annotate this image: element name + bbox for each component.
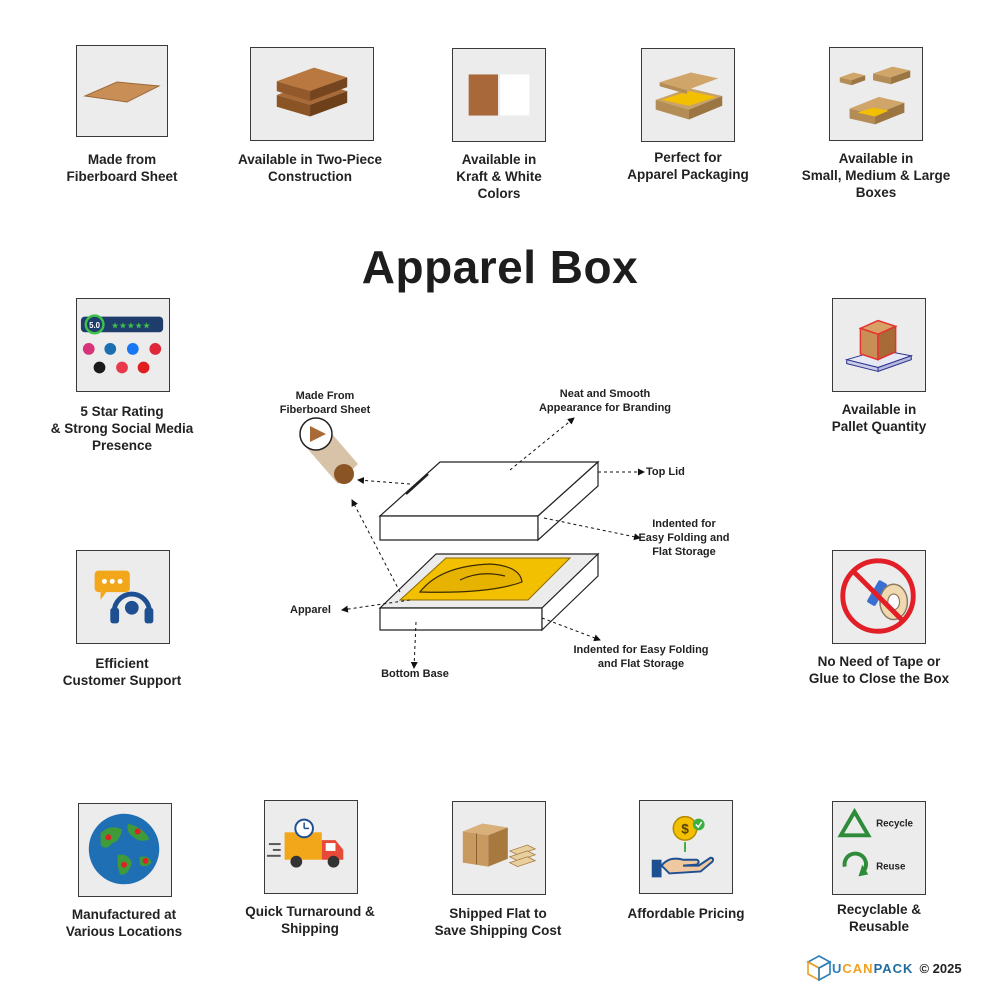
caption-pricing: Affordable Pricing <box>627 906 745 921</box>
box-sizes-icon <box>839 66 911 125</box>
label-top-lid: Top Lid <box>646 466 685 478</box>
label-made-from: Made From Fiberboard Sheet <box>279 390 371 416</box>
box-diagram <box>299 417 645 669</box>
delivery-truck-icon <box>266 818 344 868</box>
label-indented-2: Indented for Easy Folding and Flat Stora… <box>573 644 709 670</box>
caption-locations: Manufactured at Various Locations <box>65 907 183 939</box>
caption-two-piece: Available in Two-Piece Construction <box>237 152 383 184</box>
caption-sizes: Available in Small, Medium & Large Boxes <box>801 151 951 200</box>
caption-support: Efficient Customer Support <box>62 656 182 688</box>
reuse-text: Reuse <box>876 862 906 873</box>
caption-recyclable: Recyclable & Reusable <box>836 902 922 934</box>
headset-chat-icon <box>94 570 154 624</box>
caption-no-tape: No Need of Tape or Glue to Close the Box <box>808 654 950 686</box>
copyright: © 2025 <box>919 960 962 976</box>
card-apparel <box>641 48 735 142</box>
caption-fiberboard: Made from Fiberboard Sheet <box>66 152 178 184</box>
svg-text:$: $ <box>681 821 689 836</box>
globe-icon <box>88 813 160 885</box>
bottom-base-illustration <box>378 552 600 632</box>
label-indented-1: Indented for Easy Folding and Flat Stora… <box>638 518 730 558</box>
rating-social-icon: 5.0 ★★★★★ <box>80 314 164 374</box>
card-two-piece <box>250 47 374 141</box>
cube-logo-icon <box>806 955 832 982</box>
caption-colors: Available in Kraft & White Colors <box>456 152 542 201</box>
svg-text:★★★★★: ★★★★★ <box>111 321 151 331</box>
two-piece-box-icon <box>276 67 348 117</box>
pallet-icon <box>844 319 914 373</box>
caption-apparel: Perfect for Apparel Packaging <box>627 150 749 182</box>
top-lid-illustration <box>378 460 600 542</box>
card-pricing: $ <box>639 800 733 894</box>
card-shipped-flat <box>452 801 546 895</box>
no-tape-glue-icon <box>840 558 916 634</box>
rating-badge-text: 5.0 <box>89 321 101 330</box>
fiberboard-roll-illustration <box>299 417 358 484</box>
label-neat: Neat and Smooth Appearance for Branding <box>538 388 672 414</box>
brand-pack: PACK <box>873 960 914 976</box>
caption-pallet: Available in Pallet Quantity <box>831 402 927 434</box>
card-pallet <box>832 298 926 392</box>
label-apparel: Apparel <box>290 604 331 616</box>
brand-can: CAN <box>842 960 874 976</box>
card-fiberboard <box>76 45 168 137</box>
card-sizes <box>829 47 923 141</box>
recycle-reuse-icon: Recycle Reuse <box>837 807 914 877</box>
card-locations <box>78 803 172 897</box>
fiberboard-sheet-icon <box>83 81 161 103</box>
kraft-white-swatch-icon <box>468 74 530 116</box>
card-no-tape <box>832 550 926 644</box>
card-turnaround <box>264 800 358 894</box>
label-bottom-base: Bottom Base <box>381 668 449 680</box>
caption-turnaround: Quick Turnaround & Shipping <box>245 904 375 936</box>
card-recyclable: Recycle Reuse <box>832 801 926 895</box>
affordable-pricing-icon: $ <box>651 815 715 878</box>
recycle-text: Recycle <box>876 818 913 829</box>
caption-shipped-flat: Shipped Flat to Save Shipping Cost <box>434 906 562 938</box>
apparel-box-icon <box>655 72 723 120</box>
card-rating: 5.0 ★★★★★ <box>76 298 170 392</box>
card-colors <box>452 48 546 142</box>
page-title: Apparel Box <box>361 241 639 293</box>
brand-u: U <box>832 960 843 976</box>
leader-lines <box>341 417 645 669</box>
caption-rating: 5 Star Rating & Strong Social Media Pres… <box>50 404 194 453</box>
flat-boxes-icon <box>462 823 537 868</box>
card-support <box>76 550 170 644</box>
